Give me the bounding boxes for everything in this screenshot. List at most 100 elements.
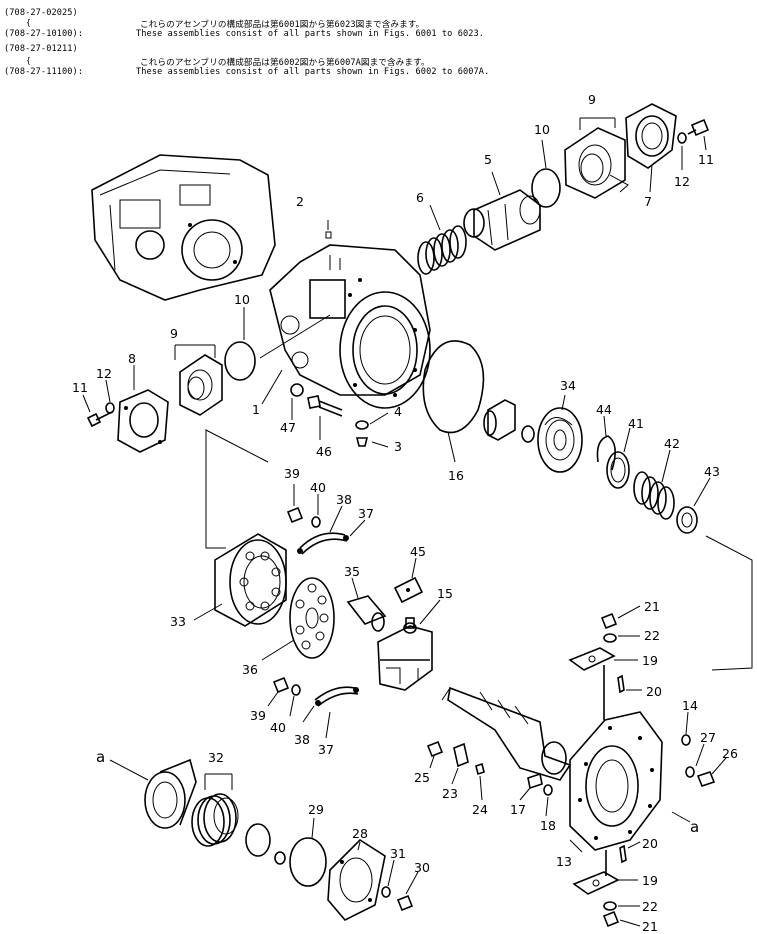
label-10-left: 10	[234, 292, 250, 307]
label-3: 3	[394, 439, 402, 454]
label-5: 5	[484, 152, 492, 167]
leader-1	[261, 369, 283, 405]
label-32: 32	[208, 750, 224, 765]
header-brace-1: {	[26, 18, 31, 27]
part-29-oring	[289, 837, 327, 887]
part-10-oring-left	[224, 341, 256, 381]
label-35: 35	[344, 564, 360, 579]
label-a-right: a	[690, 818, 699, 836]
part-11-12-bolt-washer-left	[82, 379, 115, 428]
part-14-plug	[681, 711, 691, 746]
header-brace-2: {	[26, 56, 31, 65]
label-38-upper: 38	[336, 492, 352, 507]
label-40-upper: 40	[310, 480, 326, 495]
leader-43-bracket	[705, 535, 753, 671]
part-7-flange-cover	[625, 103, 677, 193]
part-labels: 2 3 4 5 6 7 8 9 9 10 10 11 11 12 12 1 13…	[72, 92, 738, 934]
part-23-block	[451, 742, 469, 785]
label-22-upper: 22	[644, 628, 660, 643]
drive-shaft	[441, 686, 572, 781]
label-10-right: 10	[534, 122, 550, 137]
label-11-left: 11	[72, 380, 88, 395]
label-41: 41	[628, 416, 644, 431]
leader-16	[447, 431, 456, 463]
label-23: 23	[442, 786, 458, 801]
label-30: 30	[414, 860, 430, 875]
label-44: 44	[596, 402, 612, 417]
label-15: 15	[437, 586, 453, 601]
part-9-flange-left	[174, 344, 223, 416]
label-2: 2	[296, 194, 304, 209]
part-19-bracket-lower	[572, 850, 638, 895]
label-39-upper: 39	[284, 466, 300, 481]
part-5-sleeve	[463, 171, 541, 251]
part-6-spring	[417, 204, 467, 275]
label-33: 33	[170, 614, 186, 629]
label-8: 8	[128, 351, 136, 366]
part-10-oring-right	[531, 168, 561, 208]
header-line1-jp: これらのアセンブリの構成部品は第6001図から第6023図まで含みます。	[140, 20, 425, 30]
part-9-flange-right	[564, 117, 629, 199]
part-13-end-cover	[569, 711, 663, 853]
leader-10-right	[541, 139, 547, 169]
label-31: 31	[390, 846, 406, 861]
part-20-pin-lower	[619, 841, 641, 864]
part-26-27-bolt-washer	[685, 743, 727, 787]
label-26: 26	[722, 746, 738, 761]
part-33-cylinder-block	[193, 533, 287, 627]
label-12-right: 12	[674, 174, 690, 189]
label-7: 7	[644, 194, 652, 209]
label-46: 46	[316, 444, 332, 459]
part-28-cover	[327, 838, 386, 921]
label-27: 27	[700, 730, 716, 745]
label-37-lower: 37	[318, 742, 334, 757]
part-17-plug	[519, 772, 543, 801]
label-11-right: 11	[698, 152, 714, 167]
part-44-snap-ring	[596, 435, 616, 471]
label-21-lower: 21	[642, 919, 658, 934]
label-47: 47	[280, 420, 296, 435]
label-19-upper: 19	[642, 653, 658, 668]
label-22-lower: 22	[642, 899, 658, 914]
header-line1-code: (708-27-10100):	[4, 29, 84, 39]
part-20-pin-upper	[617, 674, 642, 694]
part-21-22-screw-washer-lower	[602, 901, 641, 928]
part-25-screw	[426, 740, 444, 769]
label-37-upper: 37	[358, 506, 374, 521]
label-29: 29	[308, 802, 324, 817]
label-18: 18	[540, 818, 556, 833]
part-45-pin-plate	[393, 557, 424, 604]
part-36-retainer-plate	[261, 577, 335, 661]
part-37-38-shoe-holder-lower	[302, 686, 359, 739]
part-21-22-screw-washer-upper	[600, 605, 641, 643]
part-15-swash-plate	[377, 599, 441, 691]
label-36: 36	[242, 662, 258, 677]
leader-a-right	[671, 811, 691, 823]
part-11-12-bolt-washer-right	[677, 118, 710, 170]
label-12-left: 12	[96, 366, 112, 381]
part-42-spring	[633, 449, 675, 520]
pump-assembly-reference	[91, 154, 276, 301]
header-ref-2: (708-27-01211)	[4, 44, 78, 54]
part-disc	[245, 823, 286, 865]
label-42: 42	[664, 436, 680, 451]
label-20-lower: 20	[642, 836, 658, 851]
part-bearing-sleeve	[483, 399, 535, 443]
part-30-31-bolt-washer	[381, 859, 419, 912]
part-bearing-cup	[144, 758, 197, 829]
part-37-38-shoe-holder-upper	[297, 505, 366, 555]
part-32-spring-pack	[191, 773, 239, 847]
label-45: 45	[410, 544, 426, 559]
label-16: 16	[448, 468, 464, 483]
leader-33-bracket	[205, 429, 269, 549]
label-14: 14	[682, 698, 698, 713]
pump-housing	[269, 244, 431, 409]
part-3-4-plug-oring	[355, 412, 389, 448]
header-line2-en: These assemblies consist of all parts sh…	[136, 67, 490, 77]
label-40-lower: 40	[270, 720, 286, 735]
label-9-right: 9	[588, 92, 596, 107]
leader-44	[603, 415, 607, 437]
label-28: 28	[352, 826, 368, 841]
label-43: 43	[704, 464, 720, 479]
